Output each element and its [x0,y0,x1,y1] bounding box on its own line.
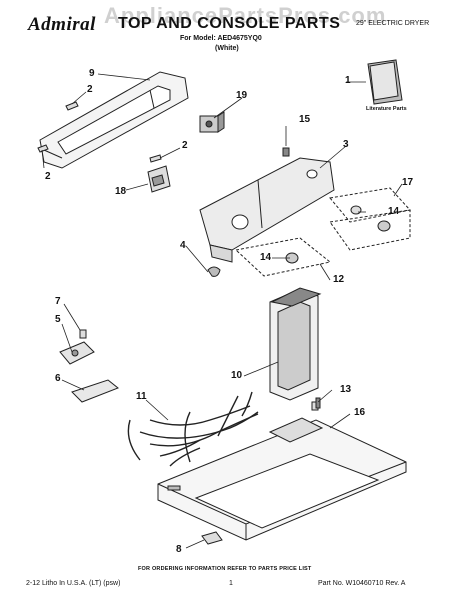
part-10-lint-screen [269,287,322,401]
callout-11: 11 [136,391,147,402]
part-8-block [201,531,223,545]
model-label: For Model: AED4675YQ0 [180,35,262,42]
part-1-literature [367,59,403,105]
part-6-bracket [71,379,119,403]
callout-14: 14 [388,206,400,217]
part-16-top-panel [157,417,407,541]
part-3-console [199,157,335,263]
callout-13: 13 [340,384,352,395]
footer-litho: 2-12 Litho In U.S.A. (LT) (psw) [26,580,121,587]
watermark: AppliancePartsPros.com [104,3,387,28]
brand-logo: Admiral [28,14,96,35]
callout-9: 9 [89,68,95,79]
ordering-note: FOR ORDERING INFORMATION REFER TO PARTS … [138,566,312,572]
callout-3: 3 [343,139,349,150]
callout-12: 12 [333,274,345,285]
callout-8: 8 [176,544,182,555]
part-19-switch [199,111,225,133]
callout-19: 19 [236,90,248,101]
part-9-console-back-panel [39,71,189,169]
callout-18: 18 [115,186,127,197]
callout-15: 15 [299,114,311,125]
callout-1: 1 [345,75,351,86]
part-12-knob-group [234,237,332,277]
callout-17: 17 [402,177,414,188]
leader-lines [41,73,403,549]
screw-group [37,101,319,411]
color-label: (White) [215,45,239,52]
part-5-bracket [59,341,95,365]
literature-parts-label: Literature Parts [366,106,407,112]
footer-part-number: Part No. W10460710 Rev. A [318,580,406,587]
page-title: TOP AND CONSOLE PARTS [118,15,341,32]
callout-2: 2 [87,84,93,95]
part-18-bracket [147,165,171,193]
part-13-screw [315,397,321,409]
part-17-knob-kit [329,187,411,251]
callout-16: 16 [354,407,366,418]
callout-2: 2 [182,140,188,151]
callout-10: 10 [231,370,243,381]
callout-4: 4 [180,240,186,251]
callout-5: 5 [55,314,61,325]
callout-7: 7 [55,296,61,307]
part-15-clip [282,147,290,157]
part-11-wire-harness [127,391,259,467]
part-4-clip [207,266,221,277]
callout-14: 14 [260,252,272,263]
callout-6: 6 [55,373,61,384]
dryer-type-label: 29" ELECTRIC DRYER [356,20,430,27]
footer-page-number: 1 [229,580,233,587]
callout-2: 2 [45,171,51,182]
